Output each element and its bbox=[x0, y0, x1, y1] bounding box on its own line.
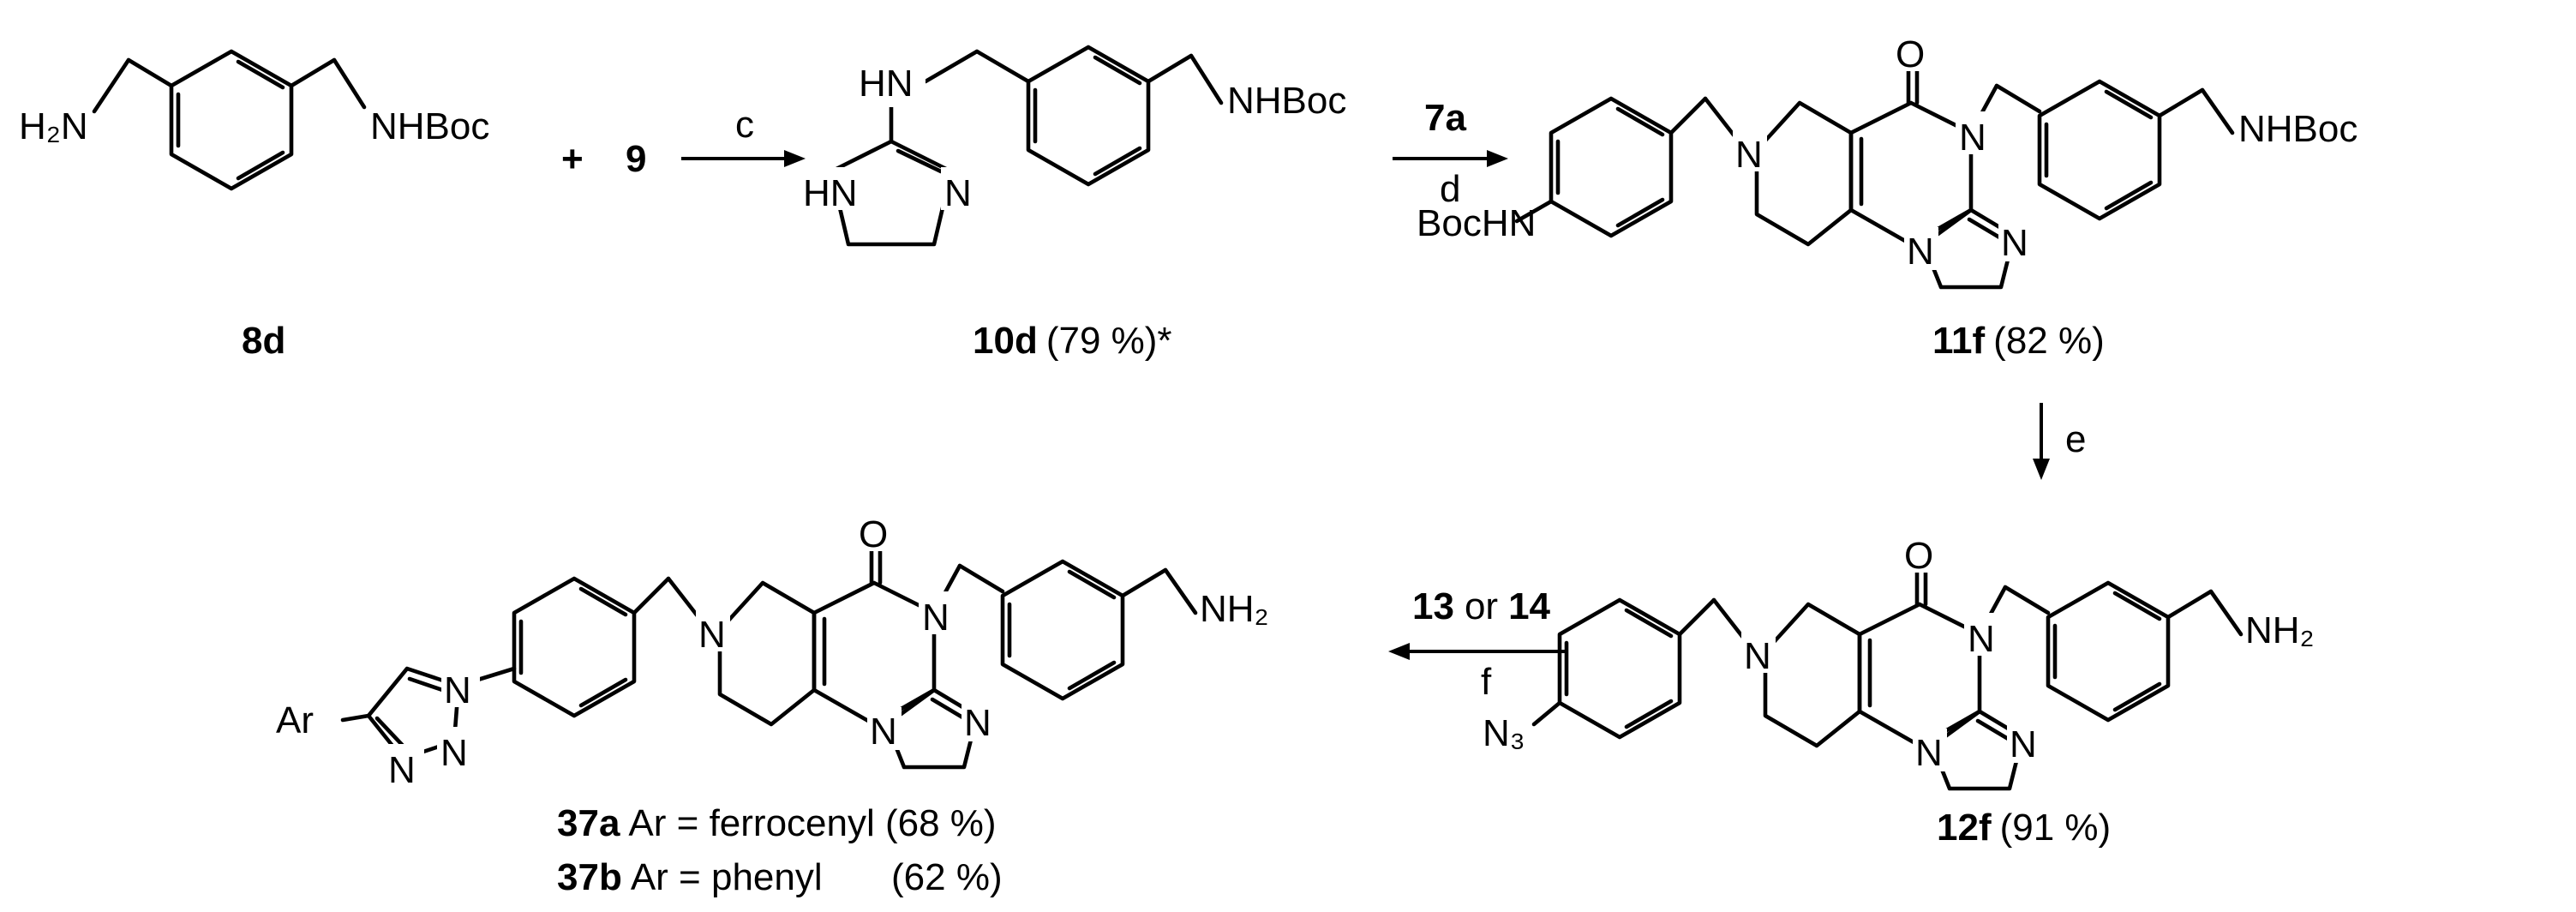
step-e-label: e bbox=[2065, 418, 2086, 460]
compound-11f-structure bbox=[1514, 59, 2235, 290]
piperidine-n-12f: N bbox=[1744, 635, 1771, 677]
arrow-step-d bbox=[1393, 150, 1508, 167]
step-c-label: c bbox=[735, 104, 754, 146]
compound-12f-structure bbox=[1531, 561, 2244, 791]
bridge-n-12f: N bbox=[1915, 732, 1943, 774]
triazole-n2-37: N bbox=[440, 732, 468, 774]
carbonyl-o-37: O bbox=[859, 513, 888, 555]
piperidine-n-37: N bbox=[698, 614, 726, 656]
compound-label-11f: 11f(82 %) bbox=[1932, 320, 2105, 362]
compound-label-10d: 10d(79 %)* bbox=[973, 320, 1172, 362]
amide-n-11f: N bbox=[1959, 117, 1986, 159]
n-ring-label-10d: N bbox=[944, 172, 972, 214]
compound-8d-structure bbox=[92, 49, 367, 191]
reagent-7a: 7a bbox=[1424, 97, 1466, 139]
nh2-label-12f: NH₂ bbox=[2245, 609, 2315, 651]
step-d-label: d bbox=[1440, 168, 1460, 210]
nh-label-10d: HN bbox=[859, 63, 914, 105]
arrow-step-e bbox=[2033, 403, 2050, 480]
bridge-n-11f: N bbox=[1907, 231, 1934, 273]
carbonyl-o-11f: O bbox=[1896, 33, 1925, 75]
imine-n-12f: N bbox=[2010, 723, 2037, 765]
nhboc-label-11f: NHBoc bbox=[2238, 108, 2357, 150]
nh2-label-37: NH₂ bbox=[1200, 588, 1269, 630]
reactant-9: 9 bbox=[626, 138, 646, 180]
ar-label-37: Ar bbox=[276, 699, 314, 741]
plus-sign: + bbox=[561, 138, 584, 180]
piperidine-n-11f: N bbox=[1735, 134, 1763, 176]
triazole-n3-37: N bbox=[388, 749, 416, 791]
amide-n-37: N bbox=[922, 597, 950, 639]
carbonyl-o-12f: O bbox=[1904, 535, 1933, 577]
imine-n-37: N bbox=[964, 702, 991, 744]
compound-10d-structure bbox=[829, 45, 1224, 247]
hn-ring-label-10d: HN bbox=[803, 172, 858, 214]
amide-n-12f: N bbox=[1968, 618, 1995, 660]
bridge-n-37: N bbox=[870, 711, 897, 753]
step-f-label: f bbox=[1481, 661, 1492, 703]
imine-n-11f: N bbox=[2001, 222, 2028, 264]
compound-label-12f: 12f(91 %) bbox=[1937, 807, 2111, 849]
compound-label-8d: 8d bbox=[242, 320, 285, 362]
nhboc-label-10d: NHBoc bbox=[1227, 80, 1346, 122]
arrow-step-c bbox=[681, 150, 806, 167]
arrow-step-f bbox=[1388, 643, 1568, 660]
azide-label-12f: N₃ bbox=[1483, 712, 1525, 754]
triazole-n1-37: N bbox=[444, 669, 471, 711]
nhboc-label-8d: NHBoc bbox=[370, 105, 489, 147]
amine-label-8d: H₂N bbox=[19, 105, 88, 147]
bochn-label-11f: BocHN bbox=[1417, 202, 1536, 244]
